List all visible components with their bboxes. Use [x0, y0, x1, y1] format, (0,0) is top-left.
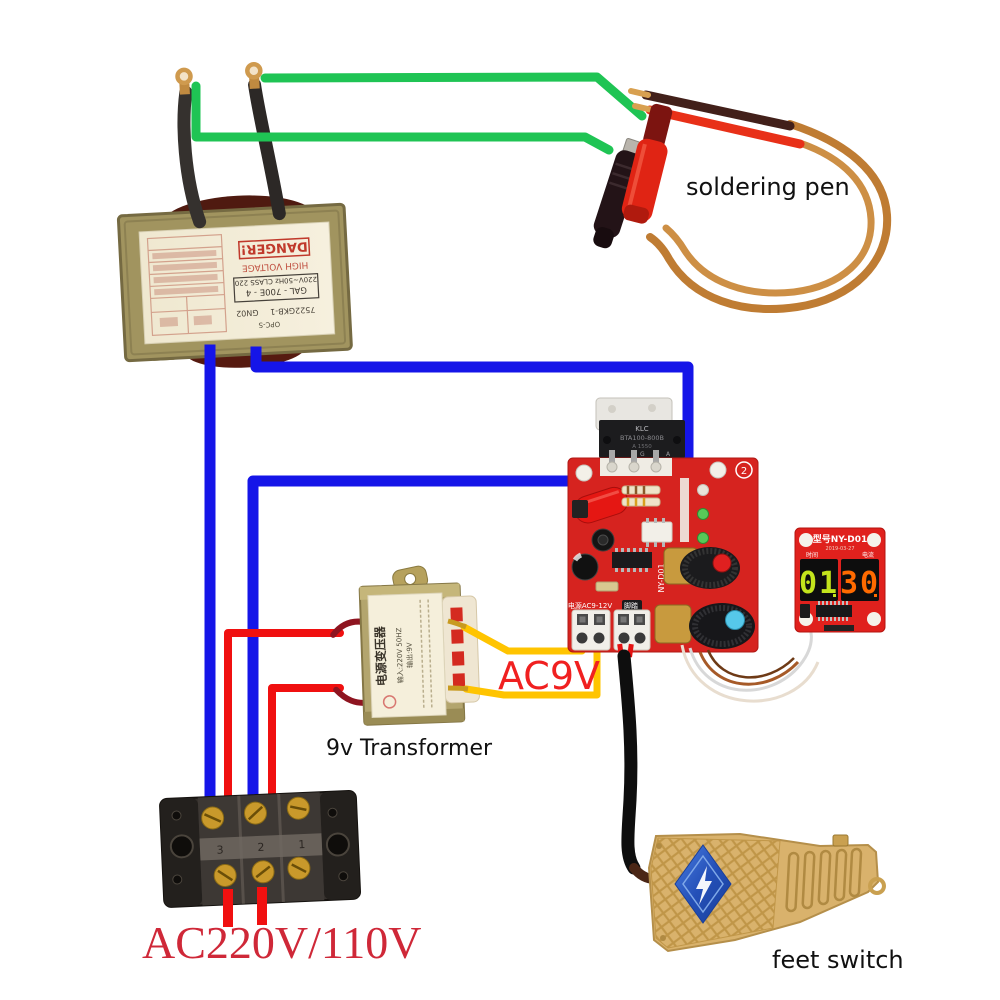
pen-connector-red	[621, 103, 673, 224]
display-model-label: 型号NY-D01	[813, 533, 867, 545]
terminal-pos-3: 3	[216, 844, 224, 857]
pot-time	[663, 547, 740, 589]
triac-pin-a: A	[666, 451, 671, 458]
soldering-pen-label: soldering pen	[686, 173, 850, 201]
triac-pin-g: G	[640, 451, 645, 458]
pedal-heel-ribs	[785, 847, 863, 913]
soldering-pen	[593, 88, 892, 313]
yellow-wire-2	[462, 639, 601, 699]
triac-model: BTA100-800B	[620, 434, 664, 442]
copper-cable-outer	[646, 120, 892, 313]
mains-red-stubs	[223, 887, 267, 927]
foot-switch-cable	[617, 649, 641, 875]
transformer-9v-line2: 输出:9V	[405, 642, 415, 668]
led-column	[680, 478, 709, 544]
terminal-pos-2: 2	[257, 841, 265, 854]
ring-lug-right	[245, 61, 263, 89]
foot-terminal-label: 脚踏	[624, 601, 638, 610]
transformer-serial-text: 7522GKB-1	[270, 305, 316, 316]
optocoupler	[641, 521, 673, 543]
transformer-9v-label	[367, 592, 447, 719]
feet-switch	[647, 832, 886, 953]
main-transformer: DANGER! HIGH VOLTAGE GAL - 700E - 4 220V…	[116, 61, 353, 368]
pedal-ring	[868, 877, 886, 895]
ac-mains-label: AC220V/110V	[142, 917, 421, 968]
display-left-value: 01	[799, 566, 839, 601]
copper-cable-inner	[662, 139, 875, 297]
display-header	[824, 625, 854, 631]
bobbin-pins	[450, 607, 466, 688]
display-right-value: 30	[840, 566, 880, 601]
display-right-caption: 电流	[862, 551, 874, 559]
transistor-small	[572, 500, 588, 518]
display-board: 型号NY-D01 2019-03-27 时间 电流 01 30	[794, 527, 886, 633]
ic-dip	[612, 552, 652, 568]
lightning-icon	[696, 866, 712, 905]
display-ic	[816, 605, 852, 617]
transformer-spec-table	[146, 234, 228, 337]
mount-hole-2	[709, 461, 727, 479]
display-date: 2019-03-27	[825, 546, 854, 552]
mains-terminal-block: 3 2 1	[159, 789, 362, 908]
high-voltage-text: HIGH VOLTAGE	[241, 259, 308, 272]
board-model-text: NY-D01	[657, 563, 666, 592]
pot-current-cap	[725, 610, 745, 630]
transformer-9v-title: 电源变压器	[372, 625, 389, 686]
mount-hole-1	[575, 464, 593, 482]
green-wires	[191, 72, 647, 155]
transformer-lead-left	[177, 85, 207, 229]
danger-text: DANGER!	[240, 238, 308, 256]
terminal-foot	[613, 609, 651, 651]
green-wire-top	[260, 72, 647, 121]
blue-wires	[204, 344, 694, 806]
corner-mark-circle	[735, 461, 753, 479]
pot-display-wires	[680, 627, 820, 703]
brass-screws	[201, 796, 311, 887]
transformer-9v: 电源变压器 输入:220V 50HZ 输出:9V	[330, 565, 480, 726]
control-board: KLC BTA100-800B A 1550 K G A 2	[567, 397, 759, 653]
display-transistor	[800, 604, 810, 618]
label-stamp	[382, 695, 397, 709]
pedal-hinge	[832, 834, 849, 847]
blue-wire-2	[250, 346, 694, 458]
corner-mark: 2	[741, 466, 747, 477]
display-left-caption: 时间	[806, 551, 818, 559]
ring-lug-left	[175, 67, 193, 95]
triac-sub: A 1550	[632, 444, 652, 450]
feet-switch-label: feet switch	[772, 946, 904, 974]
blue-wire-3	[247, 475, 576, 806]
red-wires	[224, 629, 344, 806]
transformer-code2-text: OPC-S	[258, 320, 281, 329]
ac9v-label: AC9V	[498, 654, 600, 698]
probe-red-tip	[632, 103, 655, 113]
transformer-lead-right	[248, 78, 286, 221]
terminal-pos-1: 1	[298, 838, 306, 851]
display-right-window	[841, 559, 879, 601]
triac-brand: KLC	[635, 425, 648, 433]
power-terminal-label: 电源AC9-12V	[568, 601, 612, 610]
cap-large	[571, 553, 599, 581]
green-wire-bottom	[191, 81, 614, 155]
pot-time-cap	[712, 553, 732, 573]
probe-dark-tip	[628, 88, 651, 98]
transformer-9v-line1: 输入:220V 50HZ	[394, 627, 405, 683]
pot-current	[654, 603, 755, 649]
transformer-code-text: GN02	[236, 308, 259, 318]
red-wire-2	[268, 684, 344, 806]
transformer-spec-rows	[152, 249, 219, 327]
yellow-wire-1	[460, 623, 586, 655]
resistors	[621, 485, 661, 507]
transformer-model-text: GAL - 700E - 4	[246, 284, 308, 297]
red-wire-1	[224, 629, 344, 806]
transformer-9v-caption: 9v Transformer	[326, 736, 493, 761]
probe-dark	[641, 90, 795, 131]
display-left-window	[800, 559, 838, 601]
terminal-power	[571, 609, 611, 651]
